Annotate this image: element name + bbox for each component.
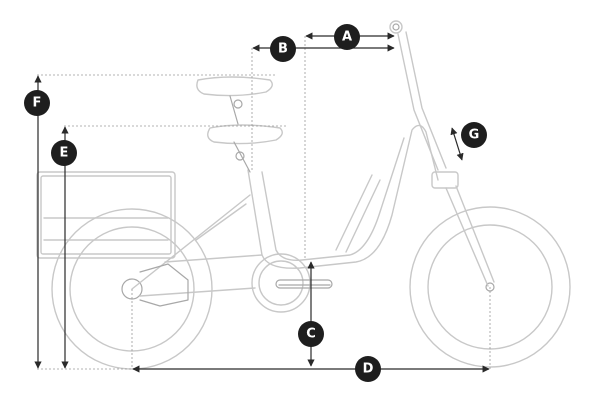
badge-g: G: [461, 122, 487, 148]
badge-b: B: [270, 36, 296, 62]
fork-stem: [389, 20, 495, 287]
seat: [196, 76, 283, 173]
badge-f-label: F: [33, 96, 42, 111]
badge-a-label: A: [342, 30, 352, 45]
badge-c-label: C: [306, 327, 316, 342]
rear-basket: [36, 171, 176, 259]
crank-motor: [251, 253, 333, 313]
badge-c: C: [298, 321, 324, 347]
dimension-lines: [34, 32, 490, 373]
main-frame: [131, 124, 439, 307]
guide-lines: [37, 36, 491, 370]
badge-f: F: [24, 90, 50, 116]
badge-d-label: D: [363, 362, 374, 377]
badge-g-label: G: [469, 128, 480, 143]
badge-a: A: [334, 24, 360, 50]
dim-line-g: [450, 127, 464, 161]
dimension-badges: A B C D E F G: [24, 24, 487, 382]
badge-e: E: [51, 140, 77, 166]
badge-b-label: B: [278, 42, 288, 57]
badge-e-label: E: [60, 146, 69, 161]
badge-d: D: [355, 356, 381, 382]
